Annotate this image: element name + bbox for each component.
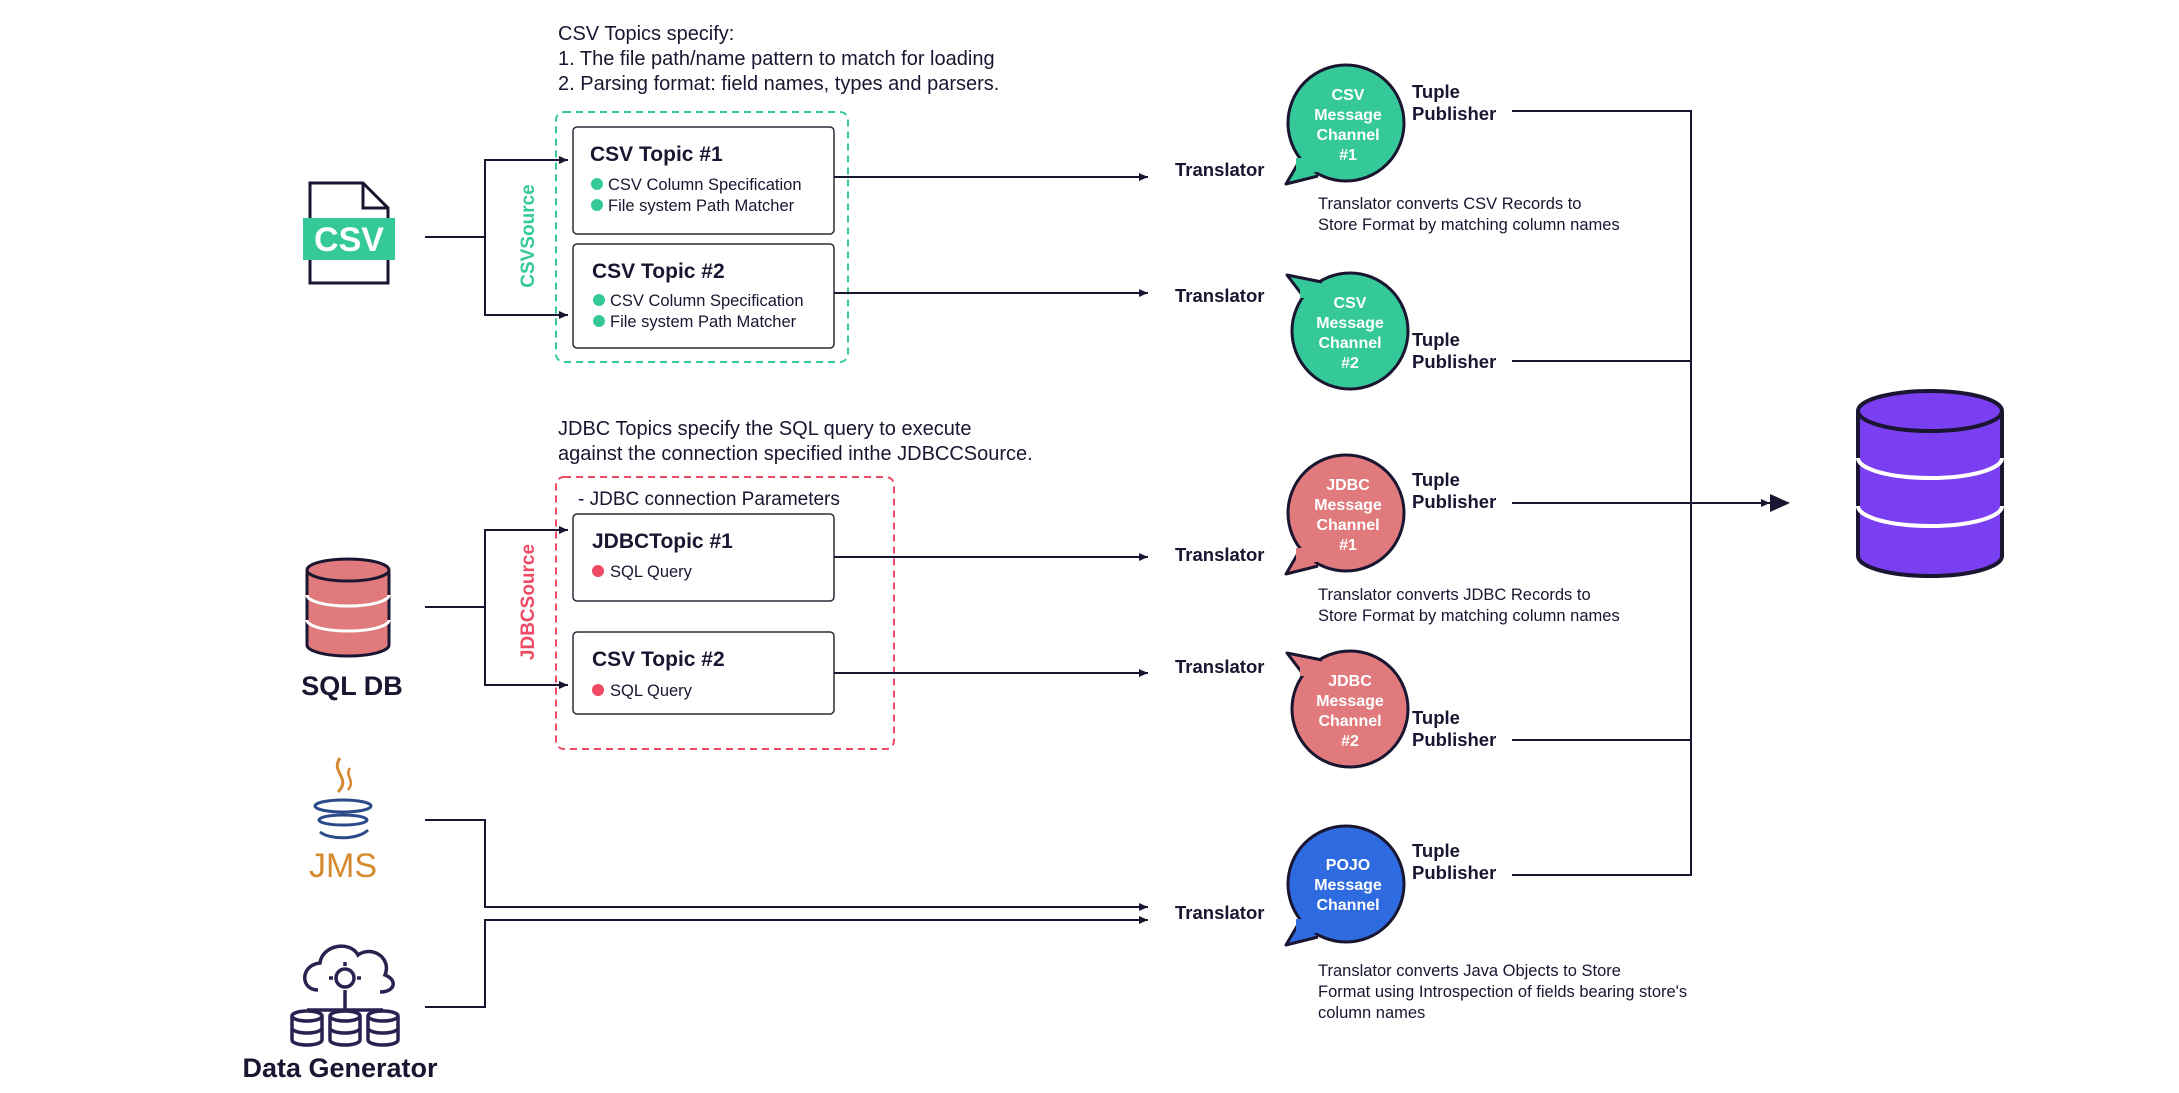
- store-connectors: [1512, 110, 1770, 876]
- source-connectors: [425, 156, 1148, 1008]
- data-generator-label: Data Generator: [242, 1053, 438, 1083]
- csv-channel-2-line4: #2: [1341, 355, 1359, 372]
- csv-note-a: Translator converts CSV Records to: [1318, 195, 1581, 213]
- jdbc-note-a: Translator converts JDBC Records to: [1318, 586, 1591, 604]
- csv-topic-1-box: CSV Topic #1 CSV Column Specification Fi…: [572, 126, 835, 235]
- csv-note-b: Store Format by matching column names: [1318, 216, 1620, 234]
- pojo-note-a: Translator converts Java Objects to Stor…: [1318, 962, 1621, 980]
- csv-channel-2-line3: Channel: [1318, 335, 1381, 352]
- csv-topic-1-item-2: File system Path Matcher: [608, 197, 795, 215]
- jdbc-note-line1: JDBC Topics specify the SQL query to exe…: [558, 418, 972, 440]
- csv-channel-2-line1: CSV: [1334, 295, 1367, 312]
- publisher-3-line1: Tuple: [1412, 469, 1460, 490]
- bullet-dot: [591, 178, 603, 190]
- csv-topics-note: CSV Topics specify: 1. The file path/nam…: [558, 23, 999, 95]
- store-database-icon: [1856, 389, 2004, 578]
- publisher-labels: Tuple Publisher Tuple Publisher Tuple Pu…: [1412, 81, 1496, 883]
- csv-channel-2-line2: Message: [1316, 315, 1384, 332]
- csv-topic-2-box: CSV Topic #2 CSV Column Specification Fi…: [572, 243, 835, 349]
- jdbc-channel-1-line2: Message: [1314, 497, 1382, 514]
- csv-channel-1-line3: Channel: [1316, 127, 1379, 144]
- pojo-note-c: column names: [1318, 1004, 1425, 1022]
- jdbc-topic-2-title: CSV Topic #2: [592, 648, 725, 671]
- csv-file-icon: CSV: [303, 181, 395, 285]
- jms-label: JMS: [309, 847, 377, 885]
- jdbc-topic-1-title: JDBCTopic #1: [592, 530, 733, 553]
- translator-label-1: Translator: [1175, 159, 1264, 180]
- jdbc-channel-2-line2: Message: [1316, 693, 1384, 710]
- publisher-4-line1: Tuple: [1412, 707, 1460, 728]
- jdbc-channel-1-line1: JDBC: [1326, 477, 1370, 494]
- pojo-note-b: Format using Introspection of fields bea…: [1318, 983, 1687, 1001]
- publisher-1-line2: Publisher: [1412, 103, 1496, 124]
- translator-label-4: Translator: [1175, 656, 1264, 677]
- jdbc-channel-2-line4: #2: [1341, 733, 1359, 750]
- jdbc-topic-1-box: JDBCTopic #1 SQL Query: [572, 513, 835, 602]
- topic-arrows: [834, 173, 1148, 677]
- publisher-1-line1: Tuple: [1412, 81, 1460, 102]
- sql-db-label: SQL DB: [301, 671, 403, 701]
- jdbc-topic-1-item-1: SQL Query: [610, 563, 693, 581]
- csv-channel-2-bubble: CSV Message Channel #2: [1285, 271, 1410, 391]
- pojo-channel-bubble: POJO Message Channel: [1284, 824, 1406, 947]
- csv-note-line1: CSV Topics specify:: [558, 23, 734, 45]
- data-generator-icon: [290, 944, 400, 1047]
- csv-channel-1-line2: Message: [1314, 107, 1382, 124]
- jdbc-channel-2-line1: JDBC: [1328, 673, 1372, 690]
- publisher-2-line2: Publisher: [1412, 351, 1496, 372]
- publisher-5-line1: Tuple: [1412, 840, 1460, 861]
- csv-channel-1-line1: CSV: [1332, 87, 1365, 104]
- pojo-translator-note: Translator converts Java Objects to Stor…: [1318, 962, 1687, 1022]
- jdbc-note-line2: against the connection specified inthe J…: [558, 443, 1033, 465]
- pojo-channel-line2: Message: [1314, 877, 1382, 894]
- publisher-3-line2: Publisher: [1412, 491, 1496, 512]
- csv-note-line3: 2. Parsing format: field names, types an…: [558, 73, 999, 95]
- csv-note-line2: 1. The file path/name pattern to match f…: [558, 48, 995, 70]
- jdbc-source-label: JDBCSource: [518, 544, 539, 660]
- jdbc-channel-1-line3: Channel: [1316, 517, 1379, 534]
- csv-topic-2-title: CSV Topic #2: [592, 260, 725, 283]
- jms-java-icon: [313, 757, 373, 840]
- publisher-4-line2: Publisher: [1412, 729, 1496, 750]
- jdbc-note-b: Store Format by matching column names: [1318, 607, 1620, 625]
- csv-icon-text: CSV: [314, 221, 384, 259]
- bullet-dot: [593, 315, 605, 327]
- bullet-dot: [593, 294, 605, 306]
- csv-channel-1-line4: #1: [1339, 147, 1357, 164]
- store-arrowhead: [1770, 494, 1790, 512]
- publisher-5-line2: Publisher: [1412, 862, 1496, 883]
- bullet-dot: [592, 565, 604, 577]
- csv-topic-1-title: CSV Topic #1: [590, 143, 723, 166]
- jdbc-source-group: [555, 476, 895, 750]
- csv-translator-note: Translator converts CSV Records to Store…: [1318, 195, 1620, 234]
- csv-topic-1-item-1: CSV Column Specification: [608, 176, 802, 194]
- jdbc-topics-note: JDBC Topics specify the SQL query to exe…: [558, 418, 1033, 465]
- jdbc-topic-2-item-1: SQL Query: [610, 682, 693, 700]
- jdbc-channel-1-line4: #1: [1339, 537, 1357, 554]
- pojo-channel-line1: POJO: [1326, 857, 1370, 874]
- csv-source-group: [555, 111, 849, 363]
- jdbc-translator-note: Translator converts JDBC Records to Stor…: [1318, 586, 1620, 625]
- sql-db-icon: [305, 557, 391, 658]
- jdbc-channel-1-bubble: JDBC Message Channel #1: [1284, 453, 1406, 576]
- csv-topic-2-item-1: CSV Column Specification: [610, 292, 804, 310]
- bullet-dot: [591, 199, 603, 211]
- jdbc-channel-2-bubble: JDBC Message Channel #2: [1285, 649, 1410, 769]
- csv-topic-2-item-2: File system Path Matcher: [610, 313, 797, 331]
- jdbc-channel-2-line3: Channel: [1318, 713, 1381, 730]
- csv-source-label: CSVSource: [518, 184, 539, 287]
- translator-label-3: Translator: [1175, 544, 1264, 565]
- publisher-2-line1: Tuple: [1412, 329, 1460, 350]
- bullet-dot: [592, 684, 604, 696]
- jdbc-topic-2-box: CSV Topic #2 SQL Query: [572, 631, 835, 715]
- pojo-channel-line3: Channel: [1316, 897, 1379, 914]
- translator-label-5: Translator: [1175, 902, 1264, 923]
- jdbc-params-label: - JDBC connection Parameters: [578, 489, 840, 510]
- translator-label-2: Translator: [1175, 285, 1264, 306]
- csv-channel-1-bubble: CSV Message Channel #1: [1284, 63, 1406, 186]
